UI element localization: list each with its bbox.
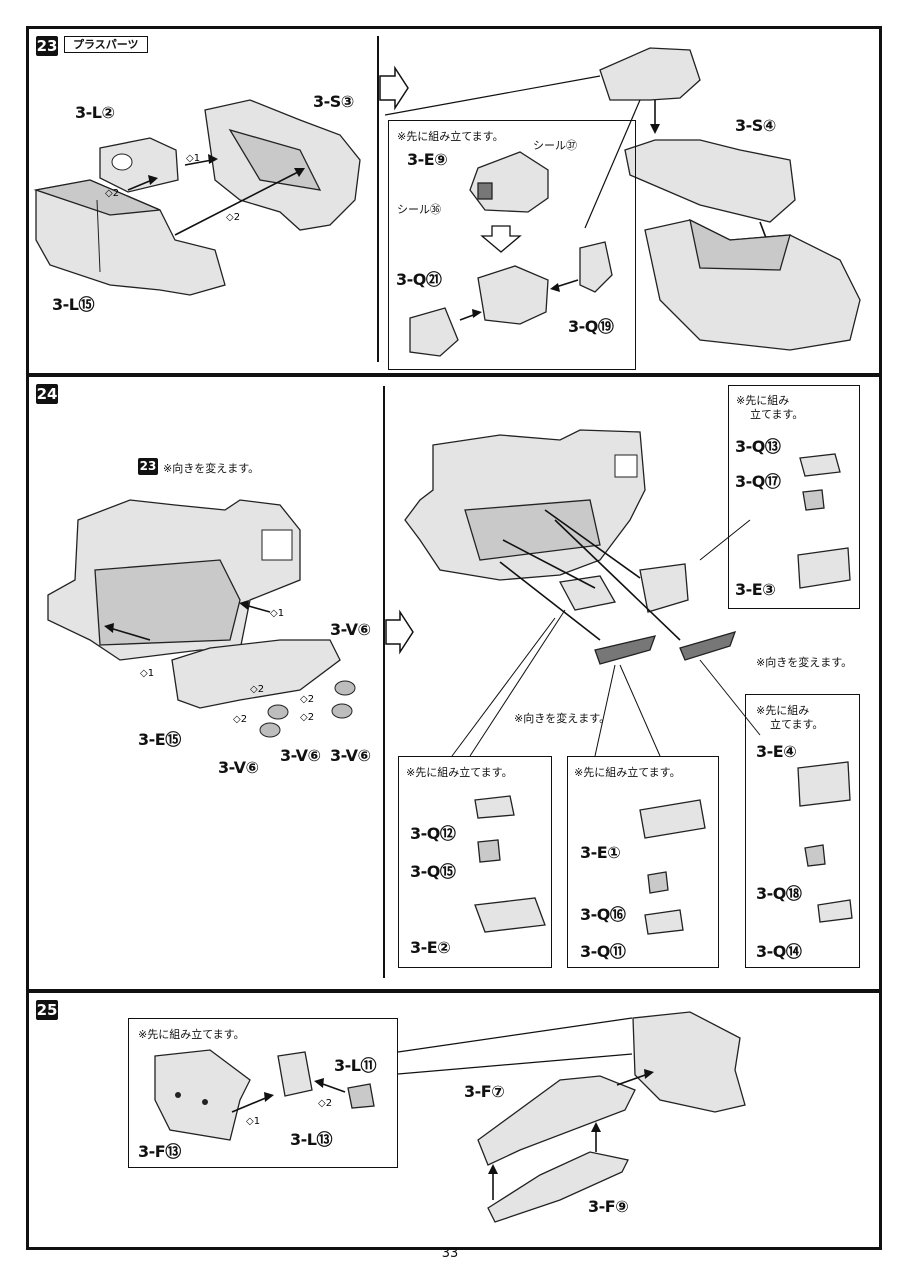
label-3-Q12: 3-Q⑫ xyxy=(410,824,456,843)
page-number: 33 xyxy=(441,1246,459,1261)
label-3-V6-d: 3-V⑥ xyxy=(330,746,371,765)
svg-text:◇1: ◇1 xyxy=(246,1116,260,1127)
label-3-L2: 3-L② xyxy=(75,103,115,122)
step-24-ref-step: 23 xyxy=(138,458,158,475)
label-3-V6-c: 3-V⑥ xyxy=(280,746,321,765)
step-24-sub-d-note-2: 立てます。 xyxy=(770,718,824,731)
step-23-seal-37: シール㊲ xyxy=(533,139,577,152)
svg-text:◇2: ◇2 xyxy=(226,212,240,223)
step-24-sub-c-note: ※先に組み立てます。 xyxy=(574,766,681,779)
step-24-ref-note: ※向きを変えます。 xyxy=(163,462,260,475)
label-3-E3: 3-E③ xyxy=(735,580,776,599)
step-24-note-turn-right: ※向きを変えます。 xyxy=(756,656,853,669)
label-3-Q13: 3-Q⑬ xyxy=(735,437,781,456)
step-24-sub-b-note: ※先に組み立てます。 xyxy=(406,766,513,779)
step-25-sub-box xyxy=(128,1018,398,1168)
label-3-Q15: 3-Q⑮ xyxy=(410,862,456,881)
step-23-sub-note: ※先に組み立てます。 xyxy=(397,130,504,143)
label-3-F9: 3-F⑨ xyxy=(588,1197,629,1216)
label-3-Q11: 3-Q⑪ xyxy=(580,942,626,961)
svg-text:◇1: ◇1 xyxy=(270,608,284,619)
label-3-E1: 3-E① xyxy=(580,843,621,862)
step-24-sub-b xyxy=(398,756,552,968)
svg-text:◇2: ◇2 xyxy=(300,694,314,705)
label-3-E9: 3-E⑨ xyxy=(407,150,448,169)
label-3-L15: 3-L⑮ xyxy=(52,295,94,314)
step-25-sub-note: ※先に組み立てます。 xyxy=(138,1028,245,1041)
svg-text:◇2: ◇2 xyxy=(105,188,119,199)
step-24-sub-c xyxy=(567,756,719,968)
label-3-V6-b: 3-V⑥ xyxy=(218,758,259,777)
label-3-E2: 3-E② xyxy=(410,938,451,957)
svg-text:◇2: ◇2 xyxy=(250,684,264,695)
svg-text:◇1: ◇1 xyxy=(140,668,154,679)
step-24-sub-a-note-2: 立てます。 xyxy=(750,408,804,421)
step-24-sub-a-note-1: ※先に組み xyxy=(736,394,790,407)
step-24-note-turn-mid: ※向きを変えます。 xyxy=(514,712,611,725)
step-24-sub-a xyxy=(728,385,860,609)
step-25-number: 25 xyxy=(36,1000,58,1020)
label-3-Q16: 3-Q⑯ xyxy=(580,905,626,924)
step-23-divider xyxy=(377,36,379,362)
label-3-Q21: 3-Q㉑ xyxy=(396,270,442,289)
step-24-sub-d xyxy=(745,694,860,968)
step-23-seal-36: シール㊱ xyxy=(397,203,441,216)
svg-text:◇2: ◇2 xyxy=(318,1098,332,1109)
svg-text:◇2: ◇2 xyxy=(233,714,247,725)
step-23-number: 23 xyxy=(36,36,58,56)
step-24-number: 24 xyxy=(36,384,58,404)
step-23-tag: プラスパーツ xyxy=(64,36,148,53)
label-3-V6-a: 3-V⑥ xyxy=(330,620,371,639)
label-3-S3: 3-S③ xyxy=(313,92,354,111)
label-3-F7: 3-F⑦ xyxy=(464,1082,505,1101)
label-3-E15: 3-E⑮ xyxy=(138,730,181,749)
label-3-Q14: 3-Q⑭ xyxy=(756,942,802,961)
label-3-Q19: 3-Q⑲ xyxy=(568,317,614,336)
label-3-S4: 3-S④ xyxy=(735,116,776,135)
label-3-E4: 3-E④ xyxy=(756,742,797,761)
label-3-L13: 3-L⑬ xyxy=(290,1130,332,1149)
label-3-F13: 3-F⑬ xyxy=(138,1142,181,1161)
label-3-Q18: 3-Q⑱ xyxy=(756,884,802,903)
label-3-Q17: 3-Q⑰ xyxy=(735,472,781,491)
svg-text:◇1: ◇1 xyxy=(186,153,200,164)
step-24-sub-d-note-1: ※先に組み xyxy=(756,704,810,717)
step-24-divider xyxy=(383,386,385,978)
step-23-subassembly-box xyxy=(388,120,636,370)
svg-text:◇2: ◇2 xyxy=(300,712,314,723)
label-3-L11: 3-L⑪ xyxy=(334,1056,376,1075)
